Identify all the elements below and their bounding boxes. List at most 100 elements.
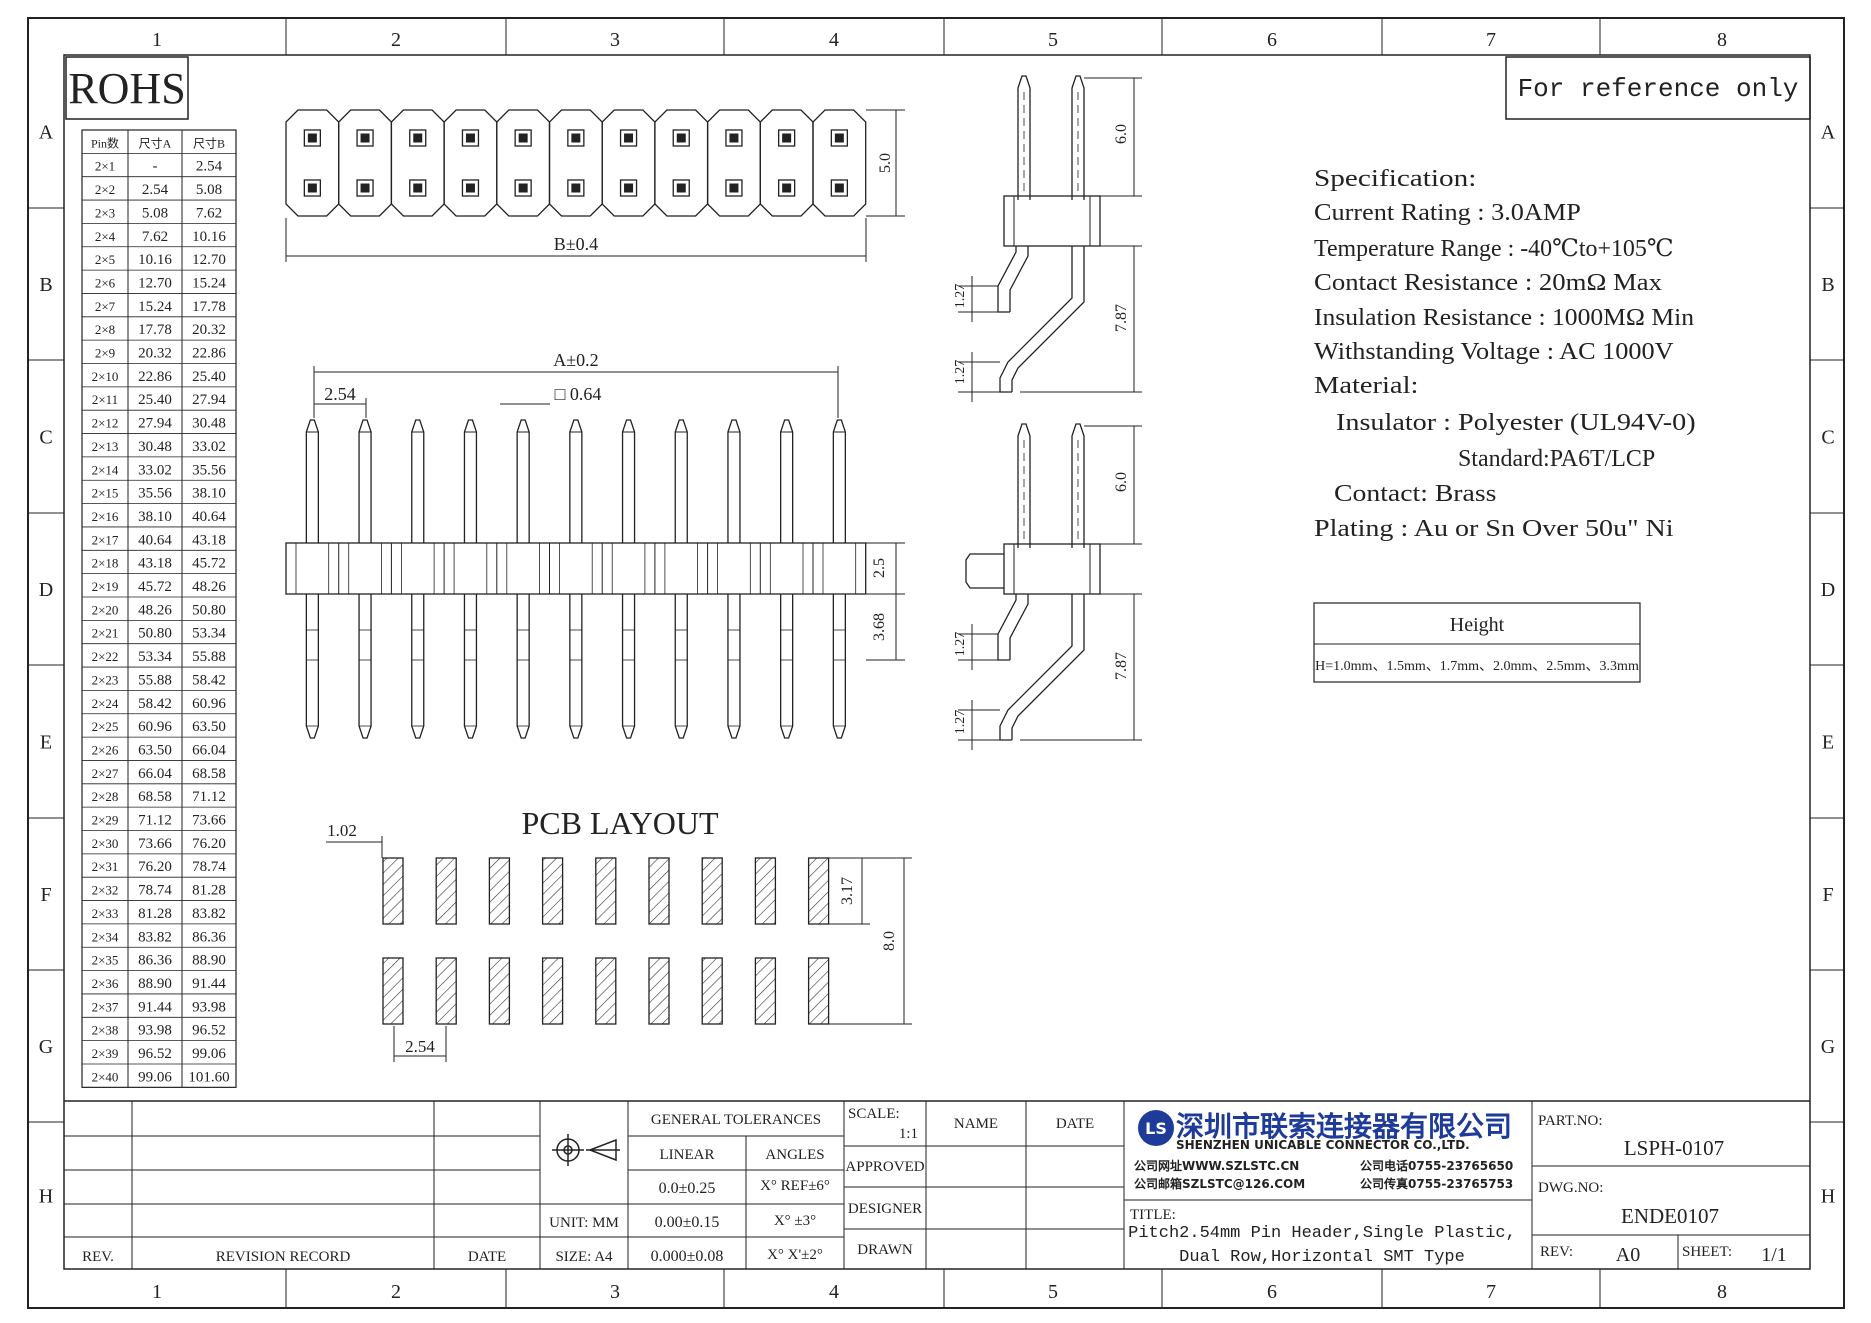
table-cell: 2×15	[92, 486, 119, 501]
table-cell: 63.50	[138, 742, 172, 758]
title-block-text: REV. REVISION RECORD DATE UNIT: MM SIZE:…	[82, 1106, 1787, 1267]
svg-text:H=1.0mm、1.5mm、1.7mm、2.0mm、2.5m: H=1.0mm、1.5mm、1.7mm、2.0mm、2.5mm、3.3mm	[1315, 659, 1639, 674]
pin-square	[830, 179, 848, 197]
housing-cell	[285, 109, 340, 217]
pcb-pad	[807, 957, 830, 1025]
table-cell: 2×14	[92, 462, 119, 477]
pin-upper	[727, 419, 741, 543]
frame-row-label: A	[39, 122, 54, 144]
pin-lower	[674, 594, 688, 739]
pin-lower	[411, 594, 425, 739]
frame-col-label: 7	[1486, 1281, 1496, 1303]
spec-line: Standard:PA6T/LCP	[1458, 446, 1655, 472]
pin-square	[409, 179, 427, 197]
dim-side-lead-1: 7.87	[1113, 304, 1130, 332]
frame-row-label: B	[1821, 274, 1834, 296]
housing-cell	[601, 109, 656, 217]
housing-cell	[654, 109, 709, 217]
table-cell: 50.80	[138, 626, 172, 642]
table-cell: 81.28	[138, 906, 172, 922]
housing-cell	[496, 109, 551, 217]
svg-text:ROHS: ROHS	[68, 64, 185, 113]
frame-row-label: F	[1822, 884, 1833, 906]
table-cell: 12.70	[192, 252, 226, 268]
frame-row-label: D	[39, 579, 53, 601]
svg-text:For reference only: For reference only	[1518, 74, 1799, 104]
svg-text:Pitch2.54mm Pin Header,Single: Pitch2.54mm Pin Header,Single Plastic,	[1128, 1224, 1516, 1243]
svg-text:公司电话0755-23765650: 公司电话0755-23765650	[1360, 1158, 1513, 1173]
svg-text:SCALE:: SCALE:	[848, 1106, 900, 1122]
side-lead-long	[999, 594, 1085, 741]
pin-square-core	[518, 183, 528, 193]
pin-upper	[411, 419, 425, 543]
frame-row-label: F	[40, 884, 51, 906]
side-pin	[1071, 423, 1085, 548]
table-cell: 2×8	[95, 322, 115, 337]
table-cell: 78.74	[138, 883, 172, 899]
dim-b-length: B±0.4	[554, 234, 598, 254]
dim-a-length: A±0.2	[553, 350, 598, 370]
table-cell: 2×40	[92, 1069, 119, 1084]
frame-col-label: 3	[610, 1281, 620, 1303]
pin-upper	[832, 419, 846, 543]
pin-square	[619, 129, 638, 147]
table-cell: 2×39	[92, 1046, 119, 1061]
pcb-pad	[701, 857, 723, 925]
pcb-pad	[435, 857, 457, 925]
table-cell: 58.42	[192, 672, 226, 688]
svg-text:A0: A0	[1616, 1244, 1640, 1266]
table-cell: 15.24	[138, 299, 172, 315]
pin-lower	[569, 594, 583, 739]
table-cell: 86.36	[192, 929, 226, 945]
side-pin	[1017, 423, 1031, 548]
svg-text:DATE: DATE	[1056, 1116, 1094, 1132]
side-view-upper	[958, 75, 1142, 402]
table-cell: 25.40	[192, 369, 226, 385]
svg-text:公司网址WWW.SZLSTC.CN: 公司网址WWW.SZLSTC.CN	[1134, 1158, 1299, 1173]
frame-col-label: 2	[391, 1281, 401, 1303]
table-cell: 2×33	[92, 906, 119, 921]
table-cell: 2×29	[92, 813, 119, 828]
housing-cell	[706, 109, 761, 217]
pcb-pad	[595, 957, 617, 1025]
pin-lower	[516, 594, 530, 739]
table-cell: 66.04	[138, 766, 172, 782]
drawing-frame	[27, 17, 1845, 1309]
table-cell: 40.64	[138, 532, 172, 548]
housing-cell	[390, 109, 445, 217]
pin-square-core	[676, 133, 686, 143]
spec-line: Temperature Range : -40℃to+105℃	[1314, 236, 1674, 262]
svg-text:LSPH-0107: LSPH-0107	[1624, 1136, 1724, 1160]
pin-square-core	[413, 183, 423, 193]
svg-text:APPROVED: APPROVED	[845, 1159, 924, 1175]
table-cell: 17.78	[138, 322, 172, 338]
table-cell: 30.48	[192, 416, 226, 432]
pin-square	[409, 129, 427, 147]
table-cell: 12.70	[138, 275, 172, 291]
pcb-pad	[488, 957, 511, 1025]
table-cell: 2×26	[92, 742, 119, 757]
table-cell: 5.08	[142, 205, 168, 221]
table-cell: 93.98	[192, 999, 226, 1015]
table-cell: 40.64	[192, 509, 226, 525]
side-pin	[1017, 75, 1031, 200]
table-cell: 55.88	[138, 672, 172, 688]
table-cell: 2×36	[92, 976, 119, 991]
svg-text:DWG.NO:: DWG.NO:	[1538, 1180, 1603, 1196]
table-cell: 17.78	[192, 299, 226, 315]
table-cell: 76.20	[138, 859, 172, 875]
frame-col-label: 7	[1486, 29, 1496, 51]
pin-square	[725, 179, 743, 197]
table-cell: 2×4	[95, 229, 116, 244]
pin-lower	[305, 594, 319, 739]
table-cell: 48.26	[192, 579, 226, 595]
pin-square-core	[465, 183, 475, 193]
table-cell: 2×3	[95, 205, 115, 220]
svg-text:SHEET:: SHEET:	[1682, 1244, 1732, 1260]
svg-text:REVISION RECORD: REVISION RECORD	[216, 1249, 351, 1265]
table-cell: 2×32	[92, 883, 119, 898]
table-cell: 15.24	[192, 275, 226, 291]
table-cell: 2×12	[92, 416, 119, 431]
pin-square	[619, 179, 638, 197]
frame-col-label: 4	[829, 29, 839, 51]
